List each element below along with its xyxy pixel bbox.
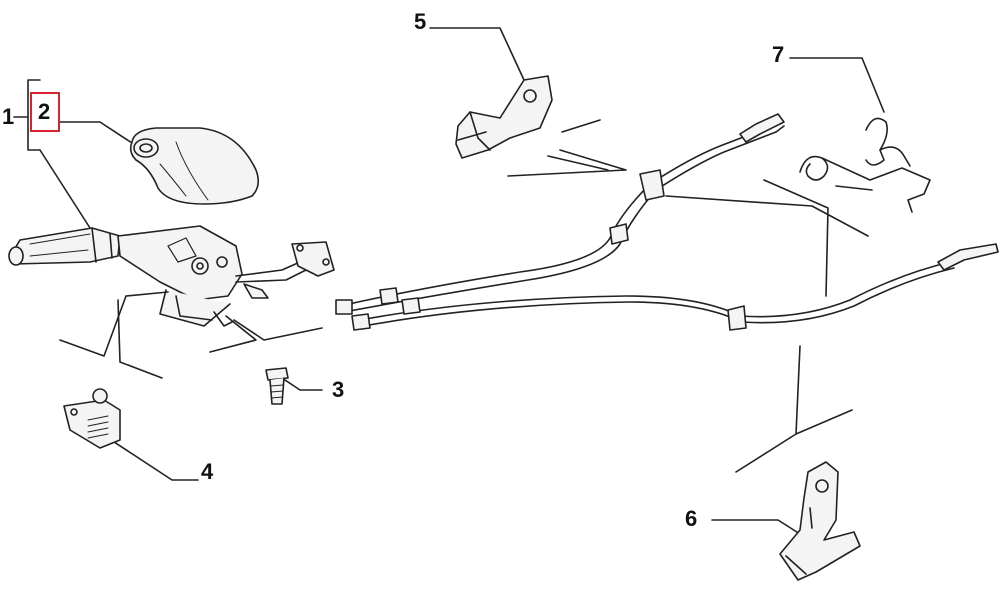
callout-label-7: 7 <box>772 42 785 67</box>
bolt <box>265 367 289 405</box>
hand-brake-lever <box>8 225 335 327</box>
cable-explode-lines <box>507 119 869 473</box>
callout-label-2: 2 <box>38 99 51 124</box>
callout-label-6: 6 <box>685 506 698 531</box>
leader-lines <box>39 27 885 535</box>
callout-label-5: 5 <box>414 9 427 34</box>
pawl-spring <box>63 388 121 449</box>
brake-cables <box>335 113 999 331</box>
callout-label-1: 1 <box>2 104 15 129</box>
lever-explode-lines <box>59 291 323 379</box>
spring-clip <box>799 117 931 213</box>
callout-label-4: 4 <box>201 459 214 484</box>
callout-highlight-box <box>30 92 60 132</box>
hand-brake-boot <box>129 127 260 205</box>
callout-1-bracket <box>13 79 41 151</box>
callout-label-3: 3 <box>332 377 345 402</box>
cable-bracket-upper <box>455 75 553 159</box>
cable-bracket-lower <box>779 461 861 581</box>
